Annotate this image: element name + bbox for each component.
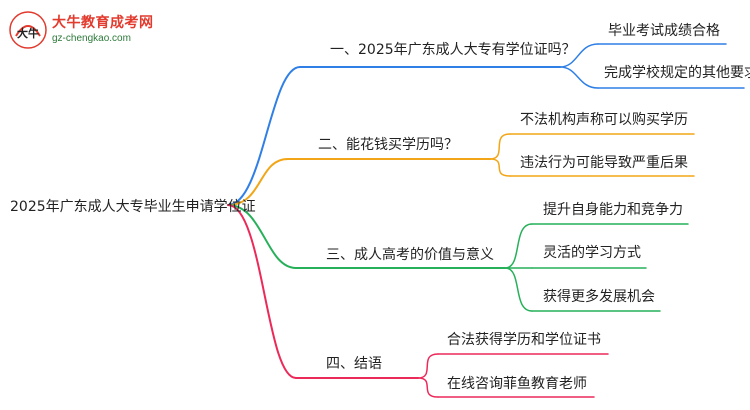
- branch-2-curve: [227, 158, 289, 206]
- branch-1-leaf-2-curve: [559, 66, 599, 89]
- logo-mark-icon: 大牛: [9, 11, 47, 49]
- branch-2-label: 二、能花钱买学历吗？: [318, 137, 458, 153]
- logo-url: gz-chengkao.com: [52, 33, 131, 44]
- branch-4-curve: [227, 204, 297, 379]
- branch-2-leaf-2: 违法行为可能导致严重后果: [520, 155, 688, 171]
- branch-3-leaf-1-curve: [504, 223, 533, 269]
- branch-3-leaf-3-curve: [504, 267, 533, 312]
- branch-4-label: 四、结语: [326, 356, 382, 372]
- branch-3-label: 三、成人高考的价值与意义: [326, 247, 494, 263]
- branch-4-leaf-2-curve: [417, 377, 439, 398]
- branch-4-leaf-2: 在线咨询菲鱼教育老师: [447, 376, 587, 392]
- logo-mark-text: 大牛: [17, 26, 39, 40]
- branch-1-curve: [227, 66, 301, 206]
- branch-3-leaf-3: 获得更多发展机会: [543, 289, 655, 305]
- logo-title: 大牛教育成考网: [52, 15, 154, 31]
- branch-3-leaf-1: 提升自身能力和竞争力: [543, 202, 683, 218]
- branch-1-leaf-1: 毕业考试成绩合格: [608, 23, 720, 39]
- branch-3-curve: [227, 204, 297, 269]
- branch-2-leaf-1: 不法机构声称可以购买学历: [520, 112, 688, 128]
- branch-1-leaf-2: 完成学校规定的其他要求: [604, 65, 750, 81]
- branch-3-leaf-2: 灵活的学习方式: [543, 245, 641, 261]
- branch-4-leaf-1: 合法获得学历和学位证书: [447, 332, 601, 348]
- branch-2-leaf-1-curve: [489, 133, 511, 160]
- root-topic: 2025年广东成人大专毕业生申请学位证: [10, 199, 256, 215]
- branch-1-leaf-1-curve: [559, 43, 599, 68]
- site-logo[interactable]: 大牛 大牛教育成考网 gz-chengkao.com: [6, 8, 166, 52]
- branch-1-label: 一、2025年广东成人大专有学位证吗？: [330, 42, 576, 58]
- branch-2-leaf-2-curve: [489, 158, 511, 177]
- branch-4-leaf-1-curve: [417, 353, 439, 379]
